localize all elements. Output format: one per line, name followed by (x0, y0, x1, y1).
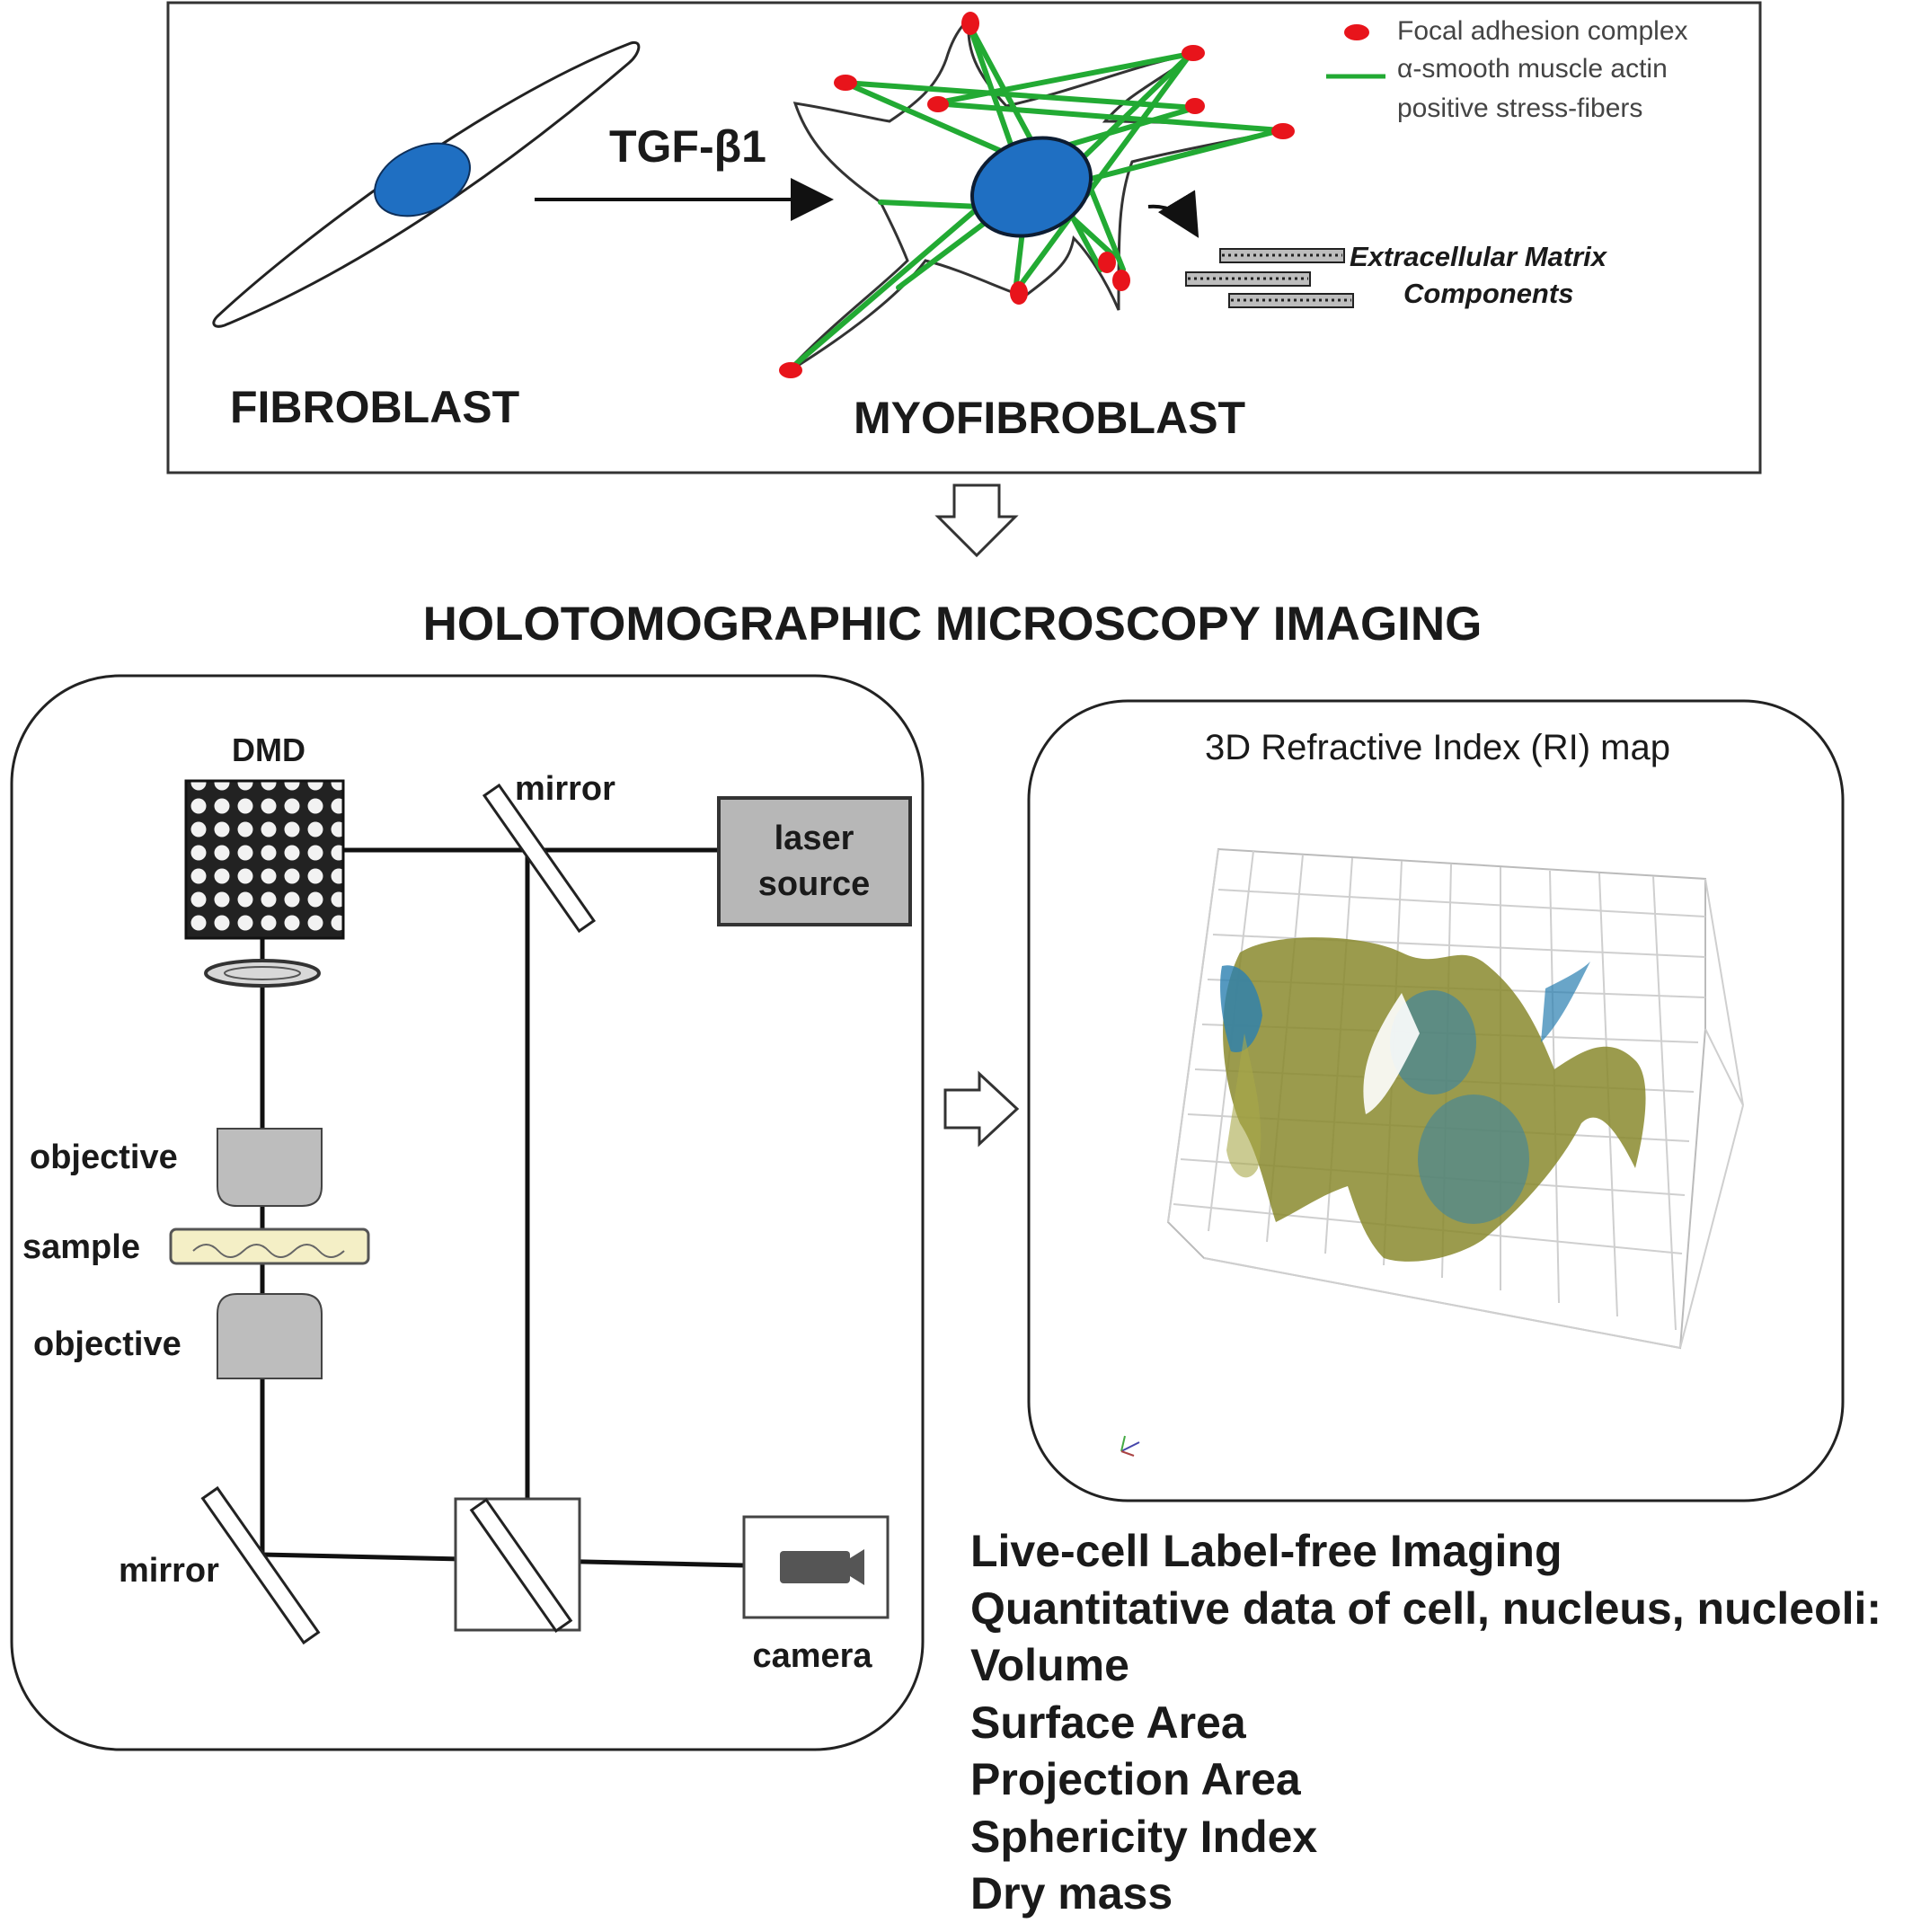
section-title: HOLOTOMOGRAPHIC MICROSCOPY IMAGING (423, 598, 1483, 651)
objective-bottom-label: objective (33, 1325, 181, 1363)
objective-bottom (217, 1293, 323, 1379)
camera-icon (780, 1549, 864, 1585)
legend: Focal adhesion complex α-smooth muscle a… (1326, 16, 1688, 123)
objective-top-label: objective (30, 1139, 178, 1176)
treatment-label: TGF-β1 (609, 121, 766, 172)
mirror-top-label: mirror (515, 770, 615, 808)
capability-item: Surface Area (970, 1697, 1246, 1748)
right-hollow-arrow (943, 1070, 1020, 1148)
capability-item: Volume (970, 1640, 1129, 1690)
ri-axis-icon (1120, 1435, 1140, 1457)
fibroblast-cell (212, 40, 641, 328)
legend-focal-adhesion-swatch (1344, 24, 1369, 40)
legend-focal-adhesion-label: Focal adhesion complex (1397, 16, 1688, 46)
myofibroblast-label: MYOFIBROBLAST (854, 393, 1245, 443)
capabilities-list: Live-cell Label-free Imaging Quantitativ… (970, 1523, 1881, 1923)
sample-slide (169, 1227, 370, 1265)
dmd-device (184, 779, 345, 940)
ecm-fibers (1185, 248, 1354, 308)
ri-map-title: 3D Refractive Index (RI) map (1205, 728, 1670, 767)
ri-map-panel: 3D Refractive Index (RI) map (1027, 699, 1845, 1502)
capability-item: Dry mass (970, 1868, 1173, 1919)
capability-item: Quantitative data of cell, nucleus, nucl… (970, 1582, 1882, 1634)
laser-source: laser source (717, 796, 912, 926)
fibroblast-nucleus (374, 142, 471, 217)
objective-top (217, 1128, 323, 1207)
mirror-bottom-label: mirror (119, 1552, 219, 1590)
camera: camera (742, 1515, 890, 1675)
down-hollow-arrow (934, 483, 1019, 558)
dmd-label: DMD (232, 731, 305, 768)
ecm-label-line2: Components (1403, 278, 1573, 309)
myofibroblast-nucleus (970, 136, 1093, 238)
capability-item: Live-cell Label-free Imaging (970, 1526, 1562, 1576)
myofibroblast-cell (779, 12, 1295, 378)
lens-icon (204, 959, 321, 988)
setup-panel-frame (10, 674, 925, 1751)
laser-label-line2: source (758, 865, 871, 903)
beam-splitter (454, 1497, 581, 1633)
legend-stress-fiber-label-1: α-smooth muscle actin (1397, 54, 1668, 84)
camera-label: camera (752, 1637, 872, 1675)
focal-adhesions (779, 12, 1295, 378)
sample-label: sample (22, 1228, 140, 1266)
legend-stress-fiber-label-2: positive stress-fibers (1397, 93, 1642, 123)
fibroblast-label: FIBROBLAST (230, 382, 519, 432)
ri-cell-render (1220, 937, 1646, 1262)
mirror-top (482, 783, 597, 934)
capability-item: Sphericity Index (970, 1811, 1318, 1862)
top-panel: FIBROBLAST TGF-β1 (166, 1, 1762, 474)
secretion-arrow (1147, 190, 1199, 238)
capability-item: Projection Area (970, 1754, 1301, 1804)
laser-label-line1: laser (775, 820, 854, 857)
ecm-label-line1: Extracellular Matrix (1350, 241, 1608, 272)
mirror-bottom (200, 1485, 321, 1645)
setup-panel: DMD mirror laser source objective sample… (10, 674, 925, 1751)
